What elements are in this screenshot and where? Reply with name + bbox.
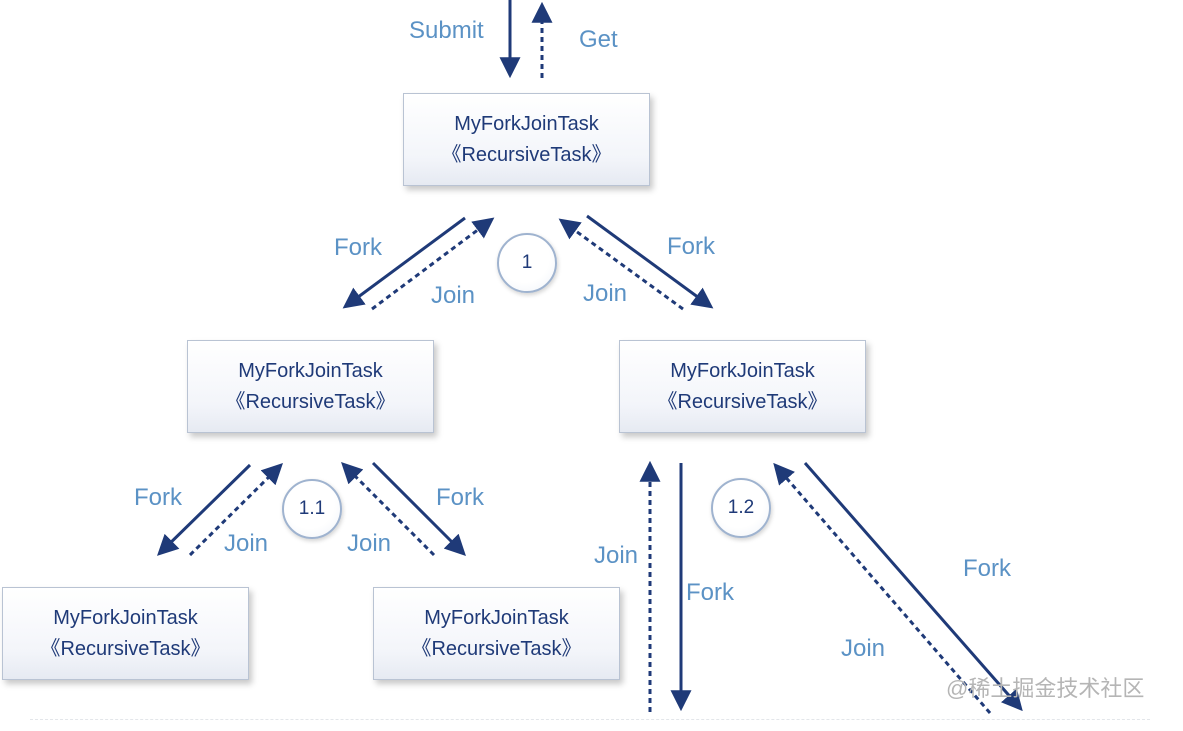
fork-label-right-diagonal: Fork	[963, 555, 1011, 582]
step-badge-1-1: 1.1	[282, 479, 342, 539]
task-node-title: MyForkJoinTask	[53, 607, 198, 629]
join-label-root-left: Join	[431, 282, 476, 309]
join-label-left-rightleaf: Join	[347, 530, 392, 557]
join-arrow-right-root	[558, 218, 684, 311]
fork-arrow-left-leftleaf	[156, 463, 252, 556]
fork-arrow-left-rightleaf	[371, 461, 466, 556]
fork-arrow-root-right	[586, 214, 714, 309]
join-label-root-right: Join	[583, 280, 628, 307]
task-node-title: MyForkJoinTask	[454, 113, 599, 135]
task-node-title: MyForkJoinTask	[238, 360, 383, 382]
task-node-subtitle: 《RecursiveTask》	[441, 144, 612, 166]
join-arrow-rightleaf-left	[341, 462, 436, 557]
task-node-subtitle: 《RecursiveTask》	[657, 391, 828, 413]
watermark: @稀土掘金技术社区	[946, 676, 1145, 701]
fork-label-left-leftleaf: Fork	[134, 484, 182, 511]
task-node-right-leaf: MyForkJoinTask 《RecursiveTask》	[373, 587, 620, 680]
task-node-root: MyForkJoinTask 《RecursiveTask》	[403, 93, 650, 186]
bottom-dotted-line	[30, 719, 1150, 720]
fork-arrow-root-left	[342, 216, 466, 309]
fork-label-root-right: Fork	[667, 233, 715, 260]
join-label-right-diagonal: Join	[841, 635, 886, 662]
fork-arrow-right-diagonal	[803, 462, 1023, 712]
join-label-left-leftleaf: Join	[224, 530, 269, 557]
task-node-title: MyForkJoinTask	[424, 607, 569, 629]
task-node-subtitle: 《RecursiveTask》	[225, 391, 396, 413]
task-node-title: MyForkJoinTask	[670, 360, 815, 382]
join-label-right-bottom: Join	[594, 542, 639, 569]
join-arrow-left-root	[371, 217, 495, 311]
task-node-subtitle: 《RecursiveTask》	[411, 638, 582, 660]
task-node-subtitle: 《RecursiveTask》	[40, 638, 211, 660]
join-arrow-leftleaf-left	[188, 463, 283, 557]
join-arrow-diagonal-right	[773, 462, 992, 714]
fork-label-right-bottom: Fork	[686, 579, 734, 606]
step-badge-1-2: 1.2	[711, 478, 771, 538]
step-badge-1: 1	[497, 233, 557, 293]
fork-label-left-rightleaf: Fork	[436, 484, 484, 511]
fork-label-root-left: Fork	[334, 234, 382, 261]
get-label: Get	[579, 26, 618, 53]
task-node-right: MyForkJoinTask 《RecursiveTask》	[619, 340, 866, 433]
task-node-left-leaf: MyForkJoinTask 《RecursiveTask》	[2, 587, 249, 680]
submit-label: Submit	[409, 17, 484, 44]
task-node-left: MyForkJoinTask 《RecursiveTask》	[187, 340, 434, 433]
